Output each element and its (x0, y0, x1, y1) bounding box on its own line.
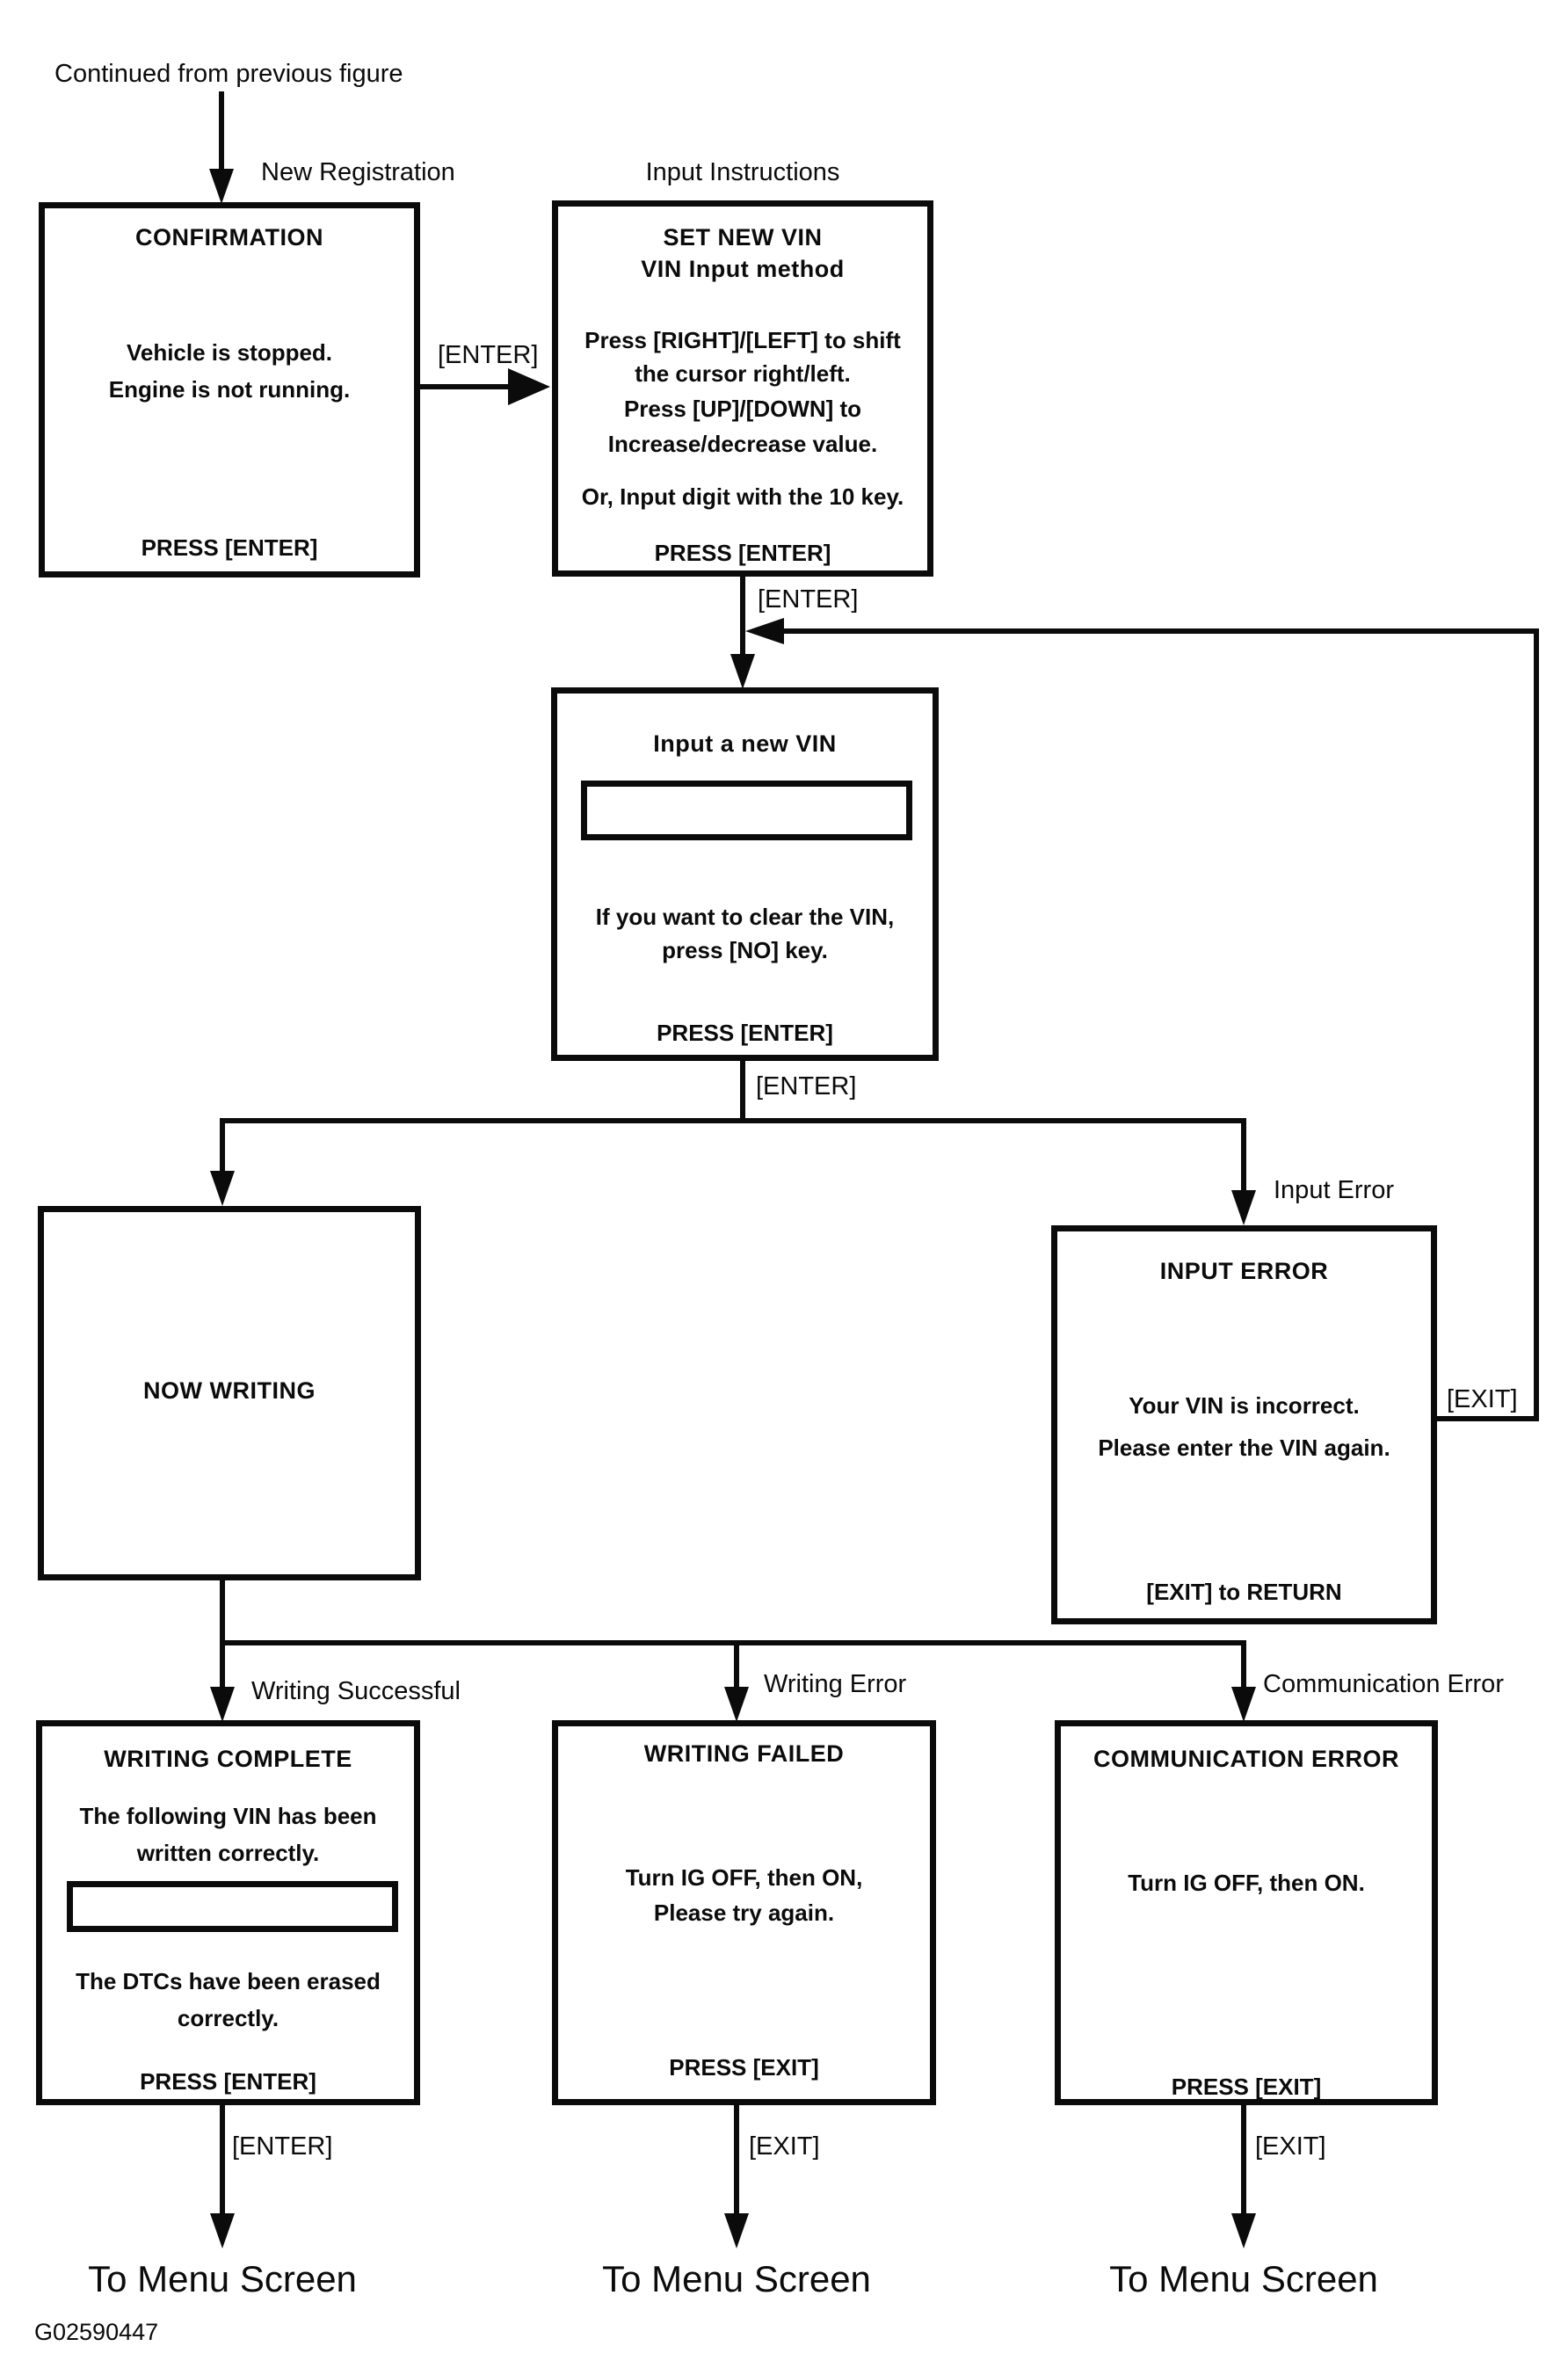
connector-instructions-to-input (740, 577, 745, 657)
input-instructions-label: Input Instructions (645, 158, 840, 186)
input-new-vin-footer: PRESS [ENTER] (657, 1020, 833, 1046)
enter-label-1: [ENTER] (438, 341, 539, 369)
arrowhead-down-icon (724, 1687, 749, 1722)
to-menu-screen-label-3: To Menu Screen (1109, 2258, 1378, 2299)
arrowhead-down-icon (730, 654, 755, 689)
connector-branch1-right (1241, 1118, 1246, 1192)
screen-input-error: INPUT ERROR Your VIN is incorrect. Pleas… (1051, 1225, 1437, 1624)
set-new-vin-line4: Increase/decrease value. (607, 431, 878, 457)
set-new-vin-line1: Press [RIGHT]/[LEFT] to shift (584, 327, 901, 353)
vin-result-field (67, 1881, 398, 1932)
input-new-vin-line1: If you want to clear the VIN, (595, 904, 895, 930)
connector-branch2-right (1241, 1640, 1246, 1689)
writing-failed-title: WRITING FAILED (643, 1740, 845, 1767)
writing-failed-footer: PRESS [EXIT] (669, 2054, 819, 2081)
connector-input-to-branch (740, 1061, 745, 1123)
set-new-vin-line2: the cursor right/left. (635, 360, 851, 387)
screen-set-new-vin: SET NEW VIN VIN Input method Press [RIGH… (552, 200, 933, 577)
screen-now-writing: NOW WRITING (38, 1206, 421, 1580)
new-registration-label: New Registration (261, 158, 455, 186)
screen-writing-complete: WRITING COMPLETE The following VIN has b… (36, 1720, 420, 2105)
screen-communication-error: COMMUNICATION ERROR Turn IG OFF, then ON… (1055, 1720, 1438, 2105)
connector-complete-to-menu (220, 2105, 225, 2215)
arrowhead-down-icon (1231, 1687, 1256, 1722)
input-new-vin-title: Input a new VIN (653, 730, 837, 757)
communication-error-footer: PRESS [EXIT] (1171, 2074, 1322, 2100)
connector-exit-return-top (773, 628, 1539, 634)
exit-label-3: [EXIT] (1255, 2132, 1326, 2161)
writing-failed-line2: Please try again. (653, 1899, 835, 1926)
arrowhead-right-icon (508, 368, 550, 405)
now-writing-title: NOW WRITING (143, 1377, 316, 1404)
branch-line-2 (220, 1640, 1246, 1645)
confirmation-line2: Engine is not running. (108, 376, 351, 403)
arrowhead-down-icon (724, 2213, 749, 2248)
to-menu-screen-label-2: To Menu Screen (602, 2258, 871, 2299)
enter-label-3: [ENTER] (756, 1072, 857, 1100)
screen-confirmation: CONFIRMATION Vehicle is stopped. Engine … (39, 202, 420, 577)
vin-entry-field (581, 781, 912, 840)
arrowhead-down-icon (1231, 2213, 1256, 2248)
connector-comm-to-menu (1241, 2105, 1246, 2215)
arrowhead-down-icon (209, 169, 234, 204)
confirmation-footer: PRESS [ENTER] (141, 534, 318, 561)
enter-label-4: [ENTER] (232, 2132, 333, 2161)
connector-exit-return-bottom (1437, 1416, 1539, 1421)
writing-complete-title: WRITING COMPLETE (104, 1746, 352, 1772)
confirmation-line1: Vehicle is stopped. (126, 339, 333, 366)
writing-successful-label: Writing Successful (251, 1677, 461, 1705)
input-error-line1: Your VIN is incorrect. (1129, 1392, 1360, 1419)
connector-top-entry (219, 91, 224, 171)
writing-complete-footer: PRESS [ENTER] (140, 2068, 316, 2095)
connector-branch2-middle (734, 1640, 739, 1689)
enter-label-2: [ENTER] (758, 585, 859, 614)
input-error-footer: [EXIT] to RETURN (1146, 1579, 1342, 1605)
branch-line-1 (220, 1118, 1246, 1123)
writing-complete-line1: The following VIN has been (79, 1803, 377, 1829)
screen-writing-failed: WRITING FAILED Turn IG OFF, then ON, Ple… (552, 1720, 936, 2105)
set-new-vin-title1: SET NEW VIN (663, 224, 823, 251)
exit-return-label: [EXIT] (1447, 1385, 1518, 1413)
communication-error-label: Communication Error (1263, 1670, 1504, 1698)
figure-id: G02590447 (34, 2319, 159, 2345)
arrowhead-down-icon (1231, 1190, 1256, 1225)
communication-error-title: COMMUNICATION ERROR (1093, 1746, 1399, 1772)
to-menu-screen-label-1: To Menu Screen (88, 2258, 357, 2299)
input-error-line2: Please enter the VIN again. (1098, 1435, 1390, 1461)
connector-branch1-left (220, 1118, 225, 1173)
connector-branch2-left (220, 1640, 225, 1689)
continued-from-label: Continued from previous figure (54, 60, 403, 88)
communication-error-line1: Turn IG OFF, then ON. (1128, 1870, 1365, 1896)
input-error-label: Input Error (1274, 1176, 1394, 1204)
arrowhead-down-icon (210, 1171, 235, 1206)
writing-complete-line2: written correctly. (136, 1840, 320, 1866)
writing-error-label: Writing Error (764, 1670, 907, 1698)
screen-input-new-vin: Input a new VIN If you want to clear the… (551, 687, 939, 1061)
arrowhead-down-icon (210, 2213, 235, 2248)
arrowhead-down-icon (210, 1687, 235, 1722)
connector-exit-return-vertical (1534, 628, 1539, 1421)
exit-label-2: [EXIT] (749, 2132, 820, 2161)
connector-confirm-to-instructions (420, 384, 541, 389)
input-error-title: INPUT ERROR (1159, 1258, 1329, 1284)
writing-failed-line1: Turn IG OFF, then ON, (625, 1864, 863, 1891)
connector-writing-to-branch (220, 1580, 225, 1645)
writing-complete-line3: The DTCs have been erased (76, 1968, 381, 1994)
confirmation-title: CONFIRMATION (135, 224, 323, 251)
set-new-vin-line3: Press [UP]/[DOWN] to (623, 396, 862, 422)
connector-failed-to-menu (734, 2105, 739, 2215)
writing-complete-line4: correctly. (177, 2005, 279, 2031)
arrowhead-left-icon (745, 618, 784, 644)
input-new-vin-line2: press [NO] key. (662, 937, 828, 963)
set-new-vin-title2: VIN Input method (641, 256, 845, 282)
set-new-vin-footer: PRESS [ENTER] (654, 540, 831, 566)
set-new-vin-line5: Or, Input digit with the 10 key. (581, 483, 904, 510)
